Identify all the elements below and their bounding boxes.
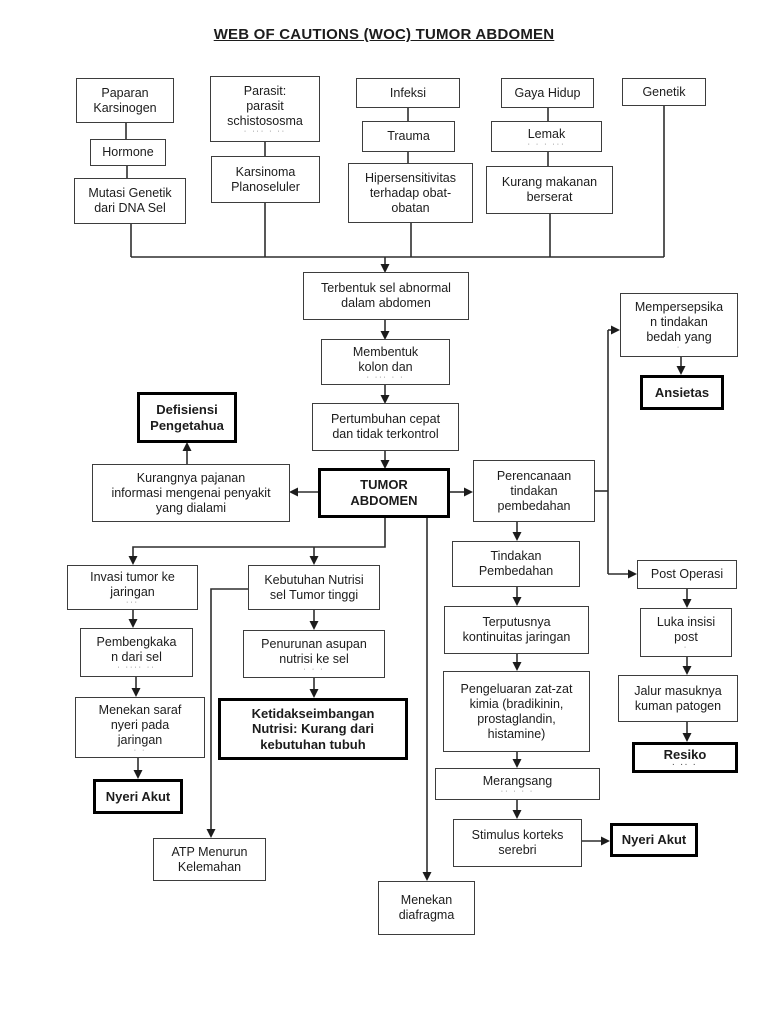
node-post-operasi: Post Operasi: [637, 560, 737, 589]
node-invasi-tumor: Invasi tumor ke jaringan···: [67, 565, 198, 610]
node-merangsang: Merangsang·· · · ·: [435, 768, 600, 800]
node-terbentuk-sel-abnormal: Terbentuk sel abnormal dalam abdomen: [303, 272, 469, 320]
node-tindakan-pembedahan: Tindakan Pembedahan: [452, 541, 580, 587]
node-mempersepsikan-bedah: Mempersepsika n tindakan bedah yang·: [620, 293, 738, 357]
node-ketidakseimbangan-nutrisi: Ketidakseimbangan Nutrisi: Kurang dari k…: [218, 698, 408, 760]
node-pembengkakan-sel: Pembengkaka n dari sel· ···· ··: [80, 628, 193, 677]
node-luka-insisi: Luka insisi post·: [640, 608, 732, 657]
node-parasit: Parasit: parasit schistososma· ··· · ··: [210, 76, 320, 142]
clipped-text: ·: [683, 645, 689, 650]
node-infeksi: Infeksi: [356, 78, 460, 108]
node-ansietas: Ansietas: [640, 375, 724, 410]
clipped-text: · · ·: [303, 666, 325, 672]
clipped-text: · ·: [133, 747, 147, 753]
clipped-text: · ··· · ·: [366, 374, 405, 380]
node-hormone: Hormone: [90, 139, 166, 166]
node-nyeri-akut-left: Nyeri Akut: [93, 779, 183, 814]
clipped-text: ···: [126, 600, 139, 605]
node-kurang-makanan: Kurang makanan berserat: [486, 166, 613, 214]
node-lemak: Lemak· · · ···: [491, 121, 602, 152]
node-karsinoma-planoseluler: Karsinoma Planoseluler: [211, 156, 320, 203]
clipped-text: ·: [676, 345, 682, 350]
node-defisiensi-pengetahuan: Defisiensi Pengetahua: [137, 392, 237, 443]
node-pengeluaran-zat-kimia: Pengeluaran zat-zat kimia (bradikinin, p…: [443, 671, 590, 752]
node-trauma: Trauma: [362, 121, 455, 152]
node-perencanaan-pembedahan: Perencanaan tindakan pembedahan: [473, 460, 595, 522]
node-paparan-karsinogen: Paparan Karsinogen: [76, 78, 174, 123]
node-resiko: Resiko· ·· ·: [632, 742, 738, 773]
clipped-text: · ···· ··: [117, 665, 156, 670]
node-kurangnya-pajanan: Kurangnya pajanan informasi mengenai pen…: [92, 464, 290, 522]
node-gaya-hidup: Gaya Hidup: [501, 78, 594, 108]
node-jalur-kuman-patogen: Jalur masuknya kuman patogen: [618, 675, 738, 722]
node-menekan-diafragma: Menekan diafragma: [378, 881, 475, 935]
node-tumor-abdomen: TUMOR ABDOMEN: [318, 468, 450, 518]
clipped-text: · · · ···: [527, 141, 566, 147]
node-genetik: Genetik: [622, 78, 706, 106]
node-pertumbuhan-cepat: Pertumbuhan cepat dan tidak terkontrol: [312, 403, 459, 451]
node-kebutuhan-nutrisi: Kebutuhan Nutrisi sel Tumor tinggi: [248, 565, 380, 610]
node-penurunan-asupan: Penurunan asupan nutrisi ke sel· · ·: [243, 630, 385, 678]
node-stimulus-korteks: Stimulus korteks serebri: [453, 819, 582, 867]
node-hipersensitivitas: Hipersensitivitas terhadap obat- obatan: [348, 163, 473, 223]
clipped-text: · ·· ·: [672, 762, 698, 768]
node-membentuk-kolon: Membentuk kolon dan· ··· · ·: [321, 339, 450, 385]
clipped-text: ·· · · ·: [500, 789, 535, 794]
node-menekan-saraf: Menekan saraf nyeri pada jaringan· ·: [75, 697, 205, 758]
clipped-text: · ··· · ··: [243, 129, 287, 134]
node-atp-menurun: ATP Menurun Kelemahan: [153, 838, 266, 881]
node-mutasi-genetik: Mutasi Genetik dari DNA Sel: [74, 178, 186, 224]
page-title: WEB OF CAUTIONS (WOC) TUMOR ABDOMEN: [213, 26, 555, 43]
node-terputusnya-kontinuitas: Terputusnya kontinuitas jaringan: [444, 606, 589, 654]
node-nyeri-akut-right: Nyeri Akut: [610, 823, 698, 857]
